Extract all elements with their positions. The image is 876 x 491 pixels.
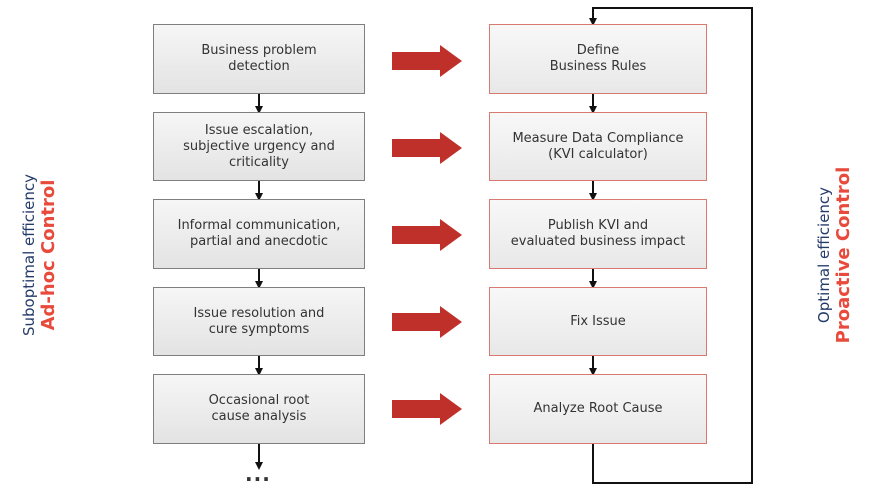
left-step-4: Issue resolution and cure symptoms xyxy=(153,287,365,356)
red-transition-arrows xyxy=(392,45,462,425)
right-step-1: Define Business Rules xyxy=(489,24,707,94)
right-step-5: Analyze Root Cause xyxy=(489,374,707,444)
left-step-2: Issue escalation, subjective urgency and… xyxy=(153,112,365,181)
red-arrow-3 xyxy=(392,219,462,251)
red-arrow-4 xyxy=(392,306,462,338)
right-step-3: Publish KVI and evaluated business impac… xyxy=(489,199,707,269)
continuation-ellipsis: ... xyxy=(245,462,271,486)
right-step-2: Measure Data Compliance (KVI calculator) xyxy=(489,112,707,181)
red-arrow-5 xyxy=(392,393,462,425)
left-step-3: Informal communication, partial and anec… xyxy=(153,199,365,269)
left-step-5: Occasional root cause analysis xyxy=(153,374,365,444)
right-step-4: Fix Issue xyxy=(489,287,707,356)
red-arrow-1 xyxy=(392,45,462,77)
left-step-1: Business problem detection xyxy=(153,24,365,94)
red-arrow-2 xyxy=(392,132,462,164)
feedback-loop-arrow xyxy=(589,7,753,484)
